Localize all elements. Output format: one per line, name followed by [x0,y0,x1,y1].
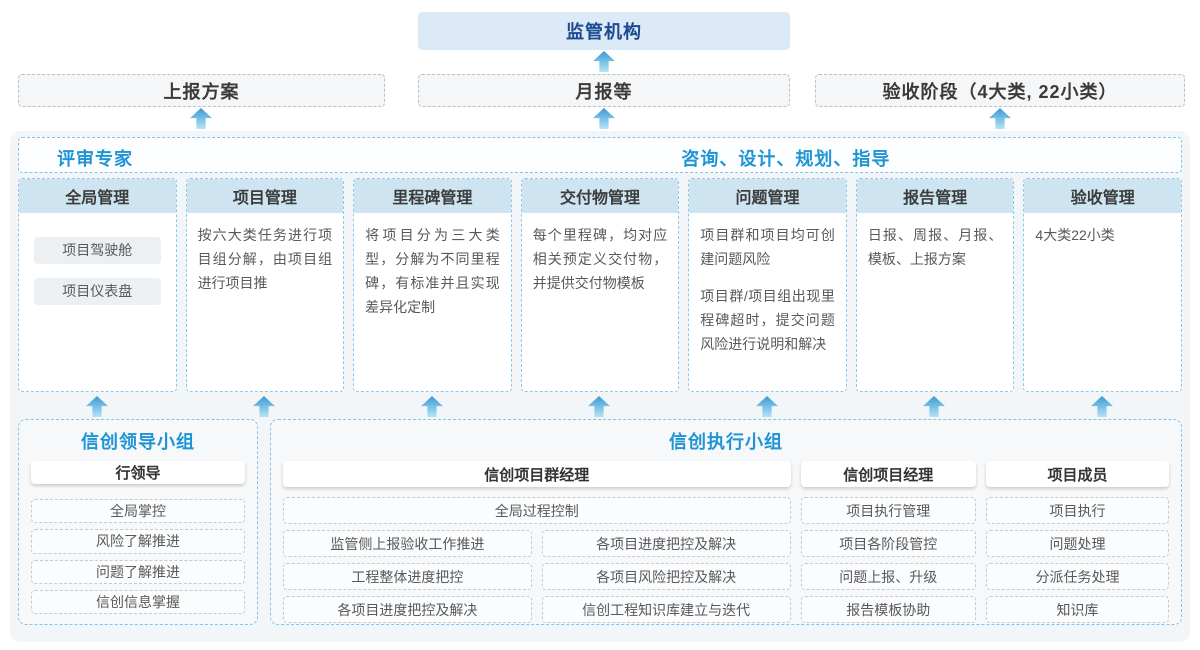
list-item: 知识库 [986,596,1169,623]
list-item: 报告模板协助 [800,596,977,623]
column-description: 按六大类任务进行项目组分解，由项目组进行项目推 [197,227,333,292]
list-item: 问题处理 [986,530,1169,557]
role-pill-program-manager: 信创项目群经理 [283,461,791,487]
list-item: 问题了解推进 [31,559,245,584]
role-pill-project-member: 项目成员 [986,461,1169,487]
experts-bar: 评审专家 咨询、设计、规划、指导 [18,137,1182,173]
report-box-monthly: 月报等 [418,74,790,107]
experts-title: 评审专家 [57,149,133,169]
report-box-acceptance: 验收阶段（4大类, 22小类） [815,74,1185,107]
list-item: 项目各阶段管控 [800,530,977,557]
column-title: 全局管理 [19,179,176,213]
list-item: 信创信息掌握 [31,589,245,614]
role-pill-bank-leader: 行领导 [31,461,245,485]
list-item: 项目执行 [986,497,1169,524]
report-box-plan: 上报方案 [18,74,385,107]
up-arrow-icon [588,396,610,417]
column-description: 4大类22小类 [1035,227,1115,243]
list-item: 分派任务处理 [986,563,1169,590]
column-global-management: 全局管理 项目驾驶舱 项目仪表盘 [18,178,177,392]
column-acceptance-management: 验收管理 4大类22小类 [1023,178,1182,392]
list-item: 全局过程控制 [283,497,791,524]
chip-project-cockpit: 项目驾驶舱 [34,237,161,264]
role-pill-project-manager: 信创项目经理 [800,461,977,487]
up-arrow-icon [86,396,108,417]
list-item: 各项目进度把控及解决 [283,596,532,623]
regulator-box: 监管机构 [418,12,790,50]
execution-group: 信创执行小组 信创项目群经理 信创项目经理 项目成员 全局过程控制 项目执行管理… [270,419,1182,625]
column-milestone-management: 里程碑管理 将项目分为三大类型，分解为不同里程碑，有标准并且实现差异化定制 [353,178,512,392]
up-arrow-icon [593,108,615,129]
column-description: 将项目分为三大类型，分解为不同里程碑，有标准并且实现差异化定制 [365,227,500,316]
list-item: 问题上报、升级 [800,563,977,590]
list-item: 监管侧上报验收工作推进 [283,530,532,557]
up-arrow-icon [989,108,1011,129]
column-report-management: 报告管理 日报、周报、月报、模板、上报方案 [855,178,1015,392]
up-arrow-icon [421,396,443,417]
column-issue-management: 问题管理 项目群和项目均可创建问题风险 项目群/项目组出现里程碑超时，提交问题风… [688,178,847,392]
list-item: 各项目风险把控及解决 [541,563,791,590]
column-description: 每个里程碑，均对应相关预定义交付物，并提供交付物模板 [532,227,668,292]
chip-project-dashboard: 项目仪表盘 [34,278,161,305]
column-title: 报告管理 [856,179,1014,213]
column-description: 项目群和项目均可创建问题风险 [700,227,835,268]
leader-group-title: 信创领导小组 [81,432,195,452]
up-arrow-icon [923,396,945,417]
list-item: 各项目进度把控及解决 [541,530,791,557]
list-item: 项目执行管理 [800,497,977,524]
leader-group: 信创领导小组 行领导 全局掌控 风险了解推进 问题了解推进 信创信息掌握 [18,419,258,625]
column-deliverable-management: 交付物管理 每个里程碑，均对应相关预定义交付物，并提供交付物模板 [520,178,680,392]
list-item: 全局掌控 [31,499,245,524]
up-arrow-icon [756,396,778,417]
up-arrow-icon [190,108,212,129]
management-columns: 全局管理 项目驾驶舱 项目仪表盘 项目管理 按六大类任务进行项目组分解，由项目组… [18,178,1182,392]
column-title: 里程碑管理 [354,179,511,213]
consulting-title: 咨询、设计、规划、指导 [681,149,891,169]
platform-panel: 评审专家 咨询、设计、规划、指导 全局管理 项目驾驶舱 项目仪表盘 项目管理 按… [10,131,1190,642]
list-item: 风险了解推进 [31,529,245,554]
column-title: 交付物管理 [521,179,679,213]
column-project-management: 项目管理 按六大类任务进行项目组分解，由项目组进行项目推 [185,178,345,392]
column-description: 项目群/项目组出现里程碑超时，提交问题风险进行说明和解决 [700,288,835,353]
column-description: 日报、周报、月报、模板、上报方案 [867,227,1003,268]
column-title: 问题管理 [689,179,846,213]
list-item: 工程整体进度把控 [283,563,532,590]
up-arrow-icon [593,51,615,72]
up-arrow-icon [1091,396,1113,417]
list-item: 信创工程知识库建立与迭代 [541,596,791,623]
up-arrow-icon [253,396,275,417]
column-title: 项目管理 [186,179,344,213]
column-title: 验收管理 [1024,179,1181,213]
execution-group-title: 信创执行小组 [669,432,783,452]
